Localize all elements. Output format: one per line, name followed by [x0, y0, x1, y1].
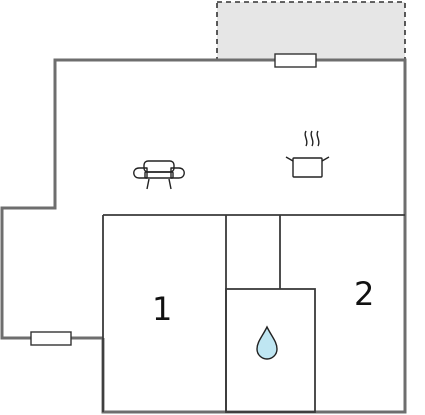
room-label-1: 1 — [152, 290, 172, 328]
cooking-pot-icon — [285, 130, 330, 178]
water-drop-icon — [256, 325, 278, 360]
bathroom — [225, 288, 316, 413]
window-top — [274, 53, 317, 68]
outer-wall — [0, 58, 407, 414]
room-label-2: 2 — [354, 275, 374, 313]
sofa-icon — [133, 160, 185, 190]
terrace-area — [216, 1, 406, 61]
window-left — [30, 331, 72, 346]
